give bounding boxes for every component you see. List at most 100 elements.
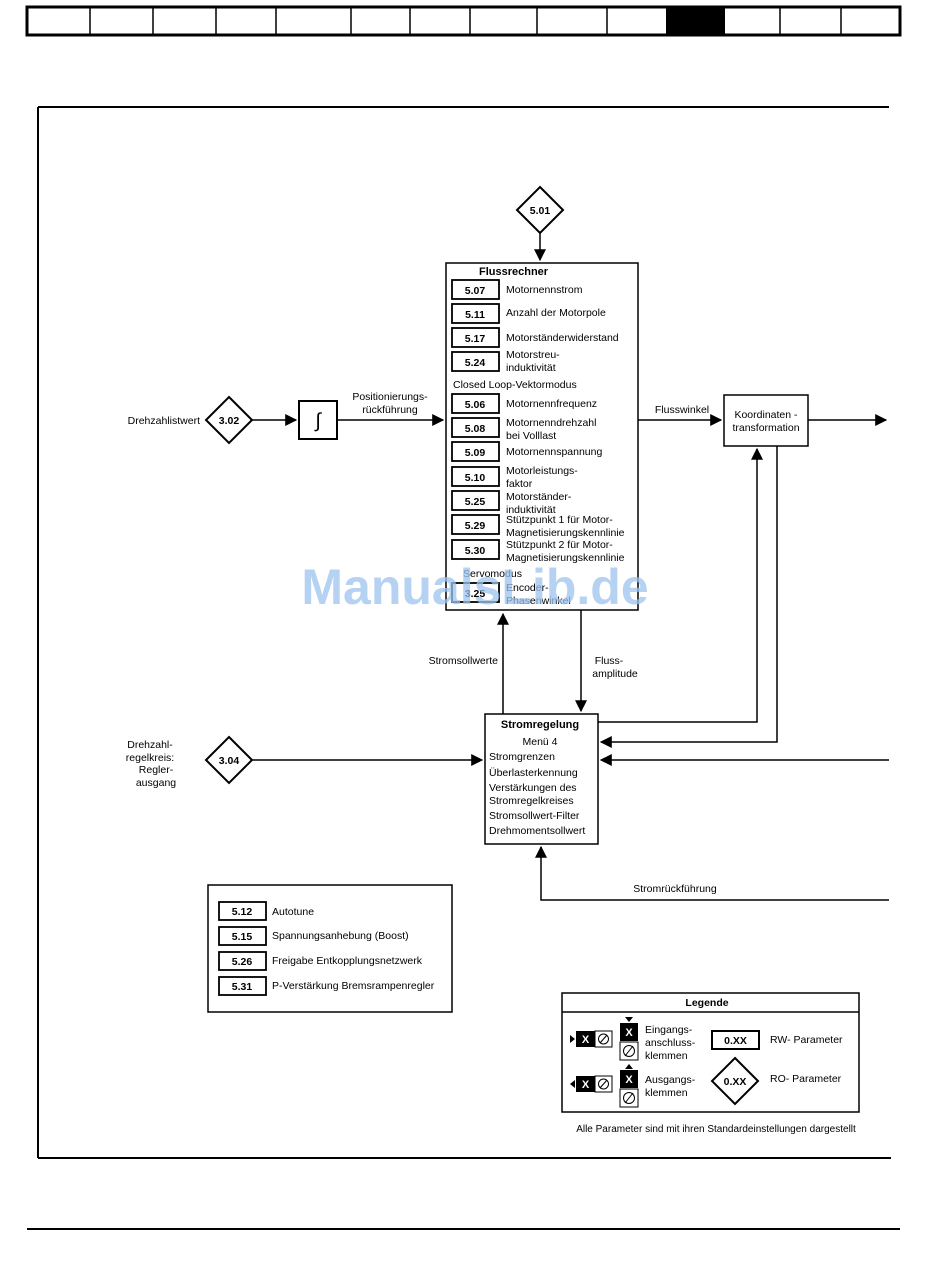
svg-text:Motornenndrehzahl: Motornenndrehzahl: [506, 417, 596, 429]
svg-text:Stromregelkreises: Stromregelkreises: [489, 795, 574, 807]
rw-parameter-label: RW- Parameter: [770, 1034, 843, 1046]
svg-text:Motorständer-: Motorständer-: [506, 491, 572, 503]
flux-param-5-10: 5.10 Motorleistungs- faktor: [451, 465, 578, 490]
speed-loop-label-4: ausgang: [136, 777, 176, 789]
svg-text:Motorleistungs-: Motorleistungs-: [506, 465, 578, 477]
legend-title: Legende: [685, 997, 728, 1009]
flux-param-5-30: 5.30 Stützpunkt 2 für Motor- Magnetisier…: [451, 539, 625, 564]
param-3-02-diamond: 3.02: [204, 395, 254, 445]
flux-param-5-08: 5.08 Motornenndrehzahl bei Volllast: [451, 417, 596, 442]
svg-text:Stromregelung: Stromregelung: [501, 719, 579, 731]
svg-text:5.11: 5.11: [465, 309, 485, 321]
svg-text:Stromgrenzen: Stromgrenzen: [489, 751, 555, 763]
svg-text:transformation: transformation: [732, 422, 799, 434]
flux-param-5-11: 5.11 Anzahl der Motorpole: [451, 303, 606, 324]
output-terminals-label-1: Ausgangs-: [645, 1074, 696, 1086]
input-terminals-label-2: anschluss-: [645, 1037, 696, 1049]
legend-box: Legende X X Eingangs- anschluss- klemmen…: [561, 992, 860, 1113]
svg-text:0.XX: 0.XX: [724, 1076, 747, 1088]
flux-param-5-07: 5.07 Motornennstrom: [451, 279, 583, 300]
svg-text:X: X: [582, 1034, 590, 1046]
svg-text:Motorständerwiderstand: Motorständerwiderstand: [506, 332, 619, 344]
position-feedback-label-1: Positionierungs-: [352, 391, 428, 403]
svg-text:0.XX: 0.XX: [724, 1035, 747, 1047]
svg-text:5.12: 5.12: [232, 906, 253, 918]
header-tab-bar: [25, 5, 902, 37]
speed-loop-label-1: Drehzahl-: [127, 739, 173, 751]
svg-text:5.08: 5.08: [465, 423, 486, 435]
input-terminals-label-1: Eingangs-: [645, 1024, 693, 1036]
svg-text:Magnetisierungskennlinie: Magnetisierungskennlinie: [506, 552, 625, 564]
svg-text:Motornennspannung: Motornennspannung: [506, 446, 602, 458]
flux-amplitude-label-1: Fluss-: [595, 655, 624, 667]
current-feedback-label: Stromrückführung: [633, 883, 717, 895]
watermark: ManualsLib.de: [301, 559, 648, 615]
svg-text:5.09: 5.09: [465, 447, 486, 459]
ro-parameter-symbol: 0.XX: [710, 1056, 760, 1106]
svg-text:Motornennfrequenz: Motornennfrequenz: [506, 398, 597, 410]
rw-parameter-symbol: 0.XX: [711, 1030, 760, 1050]
svg-text:5.26: 5.26: [232, 956, 253, 968]
flux-param-5-29: 5.29 Stützpunkt 1 für Motor- Magnetisier…: [451, 514, 625, 539]
flux-param-5-17: 5.17 Motorständerwiderstand: [451, 327, 619, 348]
svg-text:P-Verstärkung Bremsrampenregle: P-Verstärkung Bremsrampenregler: [272, 980, 435, 992]
svg-text:X: X: [625, 1074, 633, 1086]
svg-text:Spannungsanhebung (Boost): Spannungsanhebung (Boost): [272, 930, 409, 942]
flux-param-5-09: 5.09 Motornennspannung: [451, 441, 602, 462]
output-terminal-vertical-symbol: X: [619, 1064, 639, 1108]
svg-text:Magnetisierungskennlinie: Magnetisierungskennlinie: [506, 527, 625, 539]
svg-text:Motornennstrom: Motornennstrom: [506, 284, 583, 296]
flux-calculator-block: Flussrechner 5.07 Motornennstrom 5.11 An…: [445, 262, 639, 611]
extra-param-5-31: 5.31 P-Verstärkung Bremsrampenregler: [218, 976, 435, 996]
svg-text:Koordinaten -: Koordinaten -: [734, 409, 798, 421]
flux-angle-label: Flusswinkel: [655, 404, 709, 416]
svg-text:3.04: 3.04: [219, 755, 240, 767]
footnote: Alle Parameter sind mit ihren Standardei…: [576, 1124, 856, 1135]
svg-text:Drehmomentsollwert: Drehmomentsollwert: [489, 825, 585, 837]
svg-text:Stromsollwert-Filter: Stromsollwert-Filter: [489, 810, 580, 822]
diagram-frame: [37, 106, 891, 1159]
flux-calc-title: Flussrechner: [479, 266, 549, 278]
svg-text:Menü 4: Menü 4: [522, 736, 557, 748]
coordinate-transform-block: Koordinaten - transformation: [723, 394, 809, 447]
svg-text:Überlasterkennung: Überlasterkennung: [489, 767, 578, 779]
flux-param-5-24: 5.24 Motorstreu- induktivität: [451, 349, 560, 374]
svg-text:5.17: 5.17: [465, 333, 486, 345]
top-param-id: 5.01: [530, 205, 551, 217]
param-5-01-diamond: 5.01: [515, 185, 565, 235]
extra-params-box: 5.12 Autotune 5.15 Spannungsanhebung (Bo…: [207, 884, 453, 1013]
svg-text:3.02: 3.02: [219, 415, 240, 427]
servo-heading: Servomodus: [463, 568, 522, 580]
svg-text:Freigabe Entkopplungsnetzwerk: Freigabe Entkopplungsnetzwerk: [272, 955, 423, 967]
svg-text:Encoder-: Encoder-: [506, 582, 549, 594]
svg-text:3.25: 3.25: [465, 588, 486, 600]
extra-param-5-26: 5.26 Freigabe Entkopplungsnetzwerk: [218, 951, 423, 971]
svg-text:5.31: 5.31: [232, 981, 253, 993]
svg-text:X: X: [625, 1027, 633, 1039]
integrator-block: ∫: [298, 400, 338, 440]
extra-param-5-12: 5.12 Autotune: [218, 901, 314, 921]
svg-text:induktivität: induktivität: [506, 362, 556, 374]
position-feedback-label-2: rückführung: [362, 404, 418, 416]
input-terminal-symbol: X: [570, 1030, 613, 1048]
output-terminal-symbol: X: [570, 1075, 613, 1093]
svg-text:5.10: 5.10: [465, 472, 486, 484]
svg-text:5.07: 5.07: [465, 285, 486, 297]
extra-param-5-15: 5.15 Spannungsanhebung (Boost): [218, 926, 409, 946]
svg-text:5.24: 5.24: [465, 357, 486, 369]
ro-parameter-label: RO- Parameter: [770, 1073, 842, 1085]
speed-loop-label-3: Regler-: [139, 764, 174, 776]
svg-text:5.29: 5.29: [465, 520, 486, 532]
svg-text:5.30: 5.30: [465, 545, 486, 557]
svg-text:Autotune: Autotune: [272, 906, 314, 918]
svg-text:faktor: faktor: [506, 478, 533, 490]
flux-param-3-25: 3.25 Encoder- Phasenwinkel: [451, 582, 571, 607]
svg-text:Verstärkungen des: Verstärkungen des: [489, 782, 577, 794]
svg-text:Anzahl der Motorpole: Anzahl der Motorpole: [506, 307, 606, 319]
integral-symbol: ∫: [314, 410, 322, 432]
svg-text:5.06: 5.06: [465, 399, 486, 411]
speed-feedback-label: Drehzahlistwert: [128, 415, 200, 427]
param-3-04-diamond: 3.04: [204, 735, 254, 785]
svg-text:Stützpunkt 2 für Motor-: Stützpunkt 2 für Motor-: [506, 539, 613, 551]
